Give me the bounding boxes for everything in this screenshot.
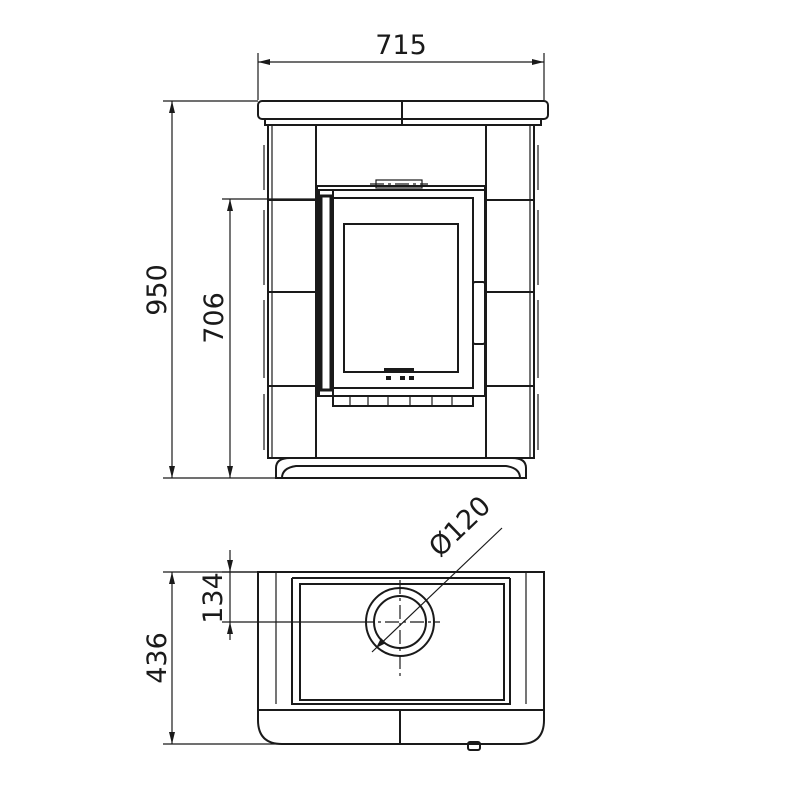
top-outline: [257, 571, 545, 745]
flue-pipe-icon: [360, 580, 440, 680]
width-dimension: 715: [257, 30, 545, 100]
width-label: 715: [375, 30, 427, 61]
top-plate: [257, 100, 549, 126]
air-control-icon: [384, 368, 414, 380]
firebox-door: [319, 194, 474, 392]
door-handle-icon: [472, 281, 486, 345]
front-view: 715 950 706: [142, 30, 549, 479]
left-tile-column: [263, 124, 317, 459]
depth-label: 436: [142, 632, 173, 684]
right-tile-column: [485, 124, 539, 459]
depth-dimension: 436: [142, 571, 282, 745]
height-dimension: 950: [142, 100, 276, 479]
top-inner-box: [275, 572, 527, 705]
diameter-label: Ø120: [423, 490, 497, 563]
top-outlet: [370, 179, 428, 189]
flue-offset-label: 134: [198, 572, 229, 624]
door-height-label: 706: [199, 292, 230, 344]
height-label: 950: [142, 264, 173, 316]
knob-icon: [467, 741, 481, 751]
ash-grate: [332, 395, 474, 407]
door-height-dimension: 706: [199, 198, 320, 478]
flue-offset-dimension: 134: [198, 550, 360, 640]
base-plinth: [275, 457, 527, 479]
top-view: Ø120 134 436: [142, 490, 545, 751]
firebox-frame: [316, 185, 486, 397]
